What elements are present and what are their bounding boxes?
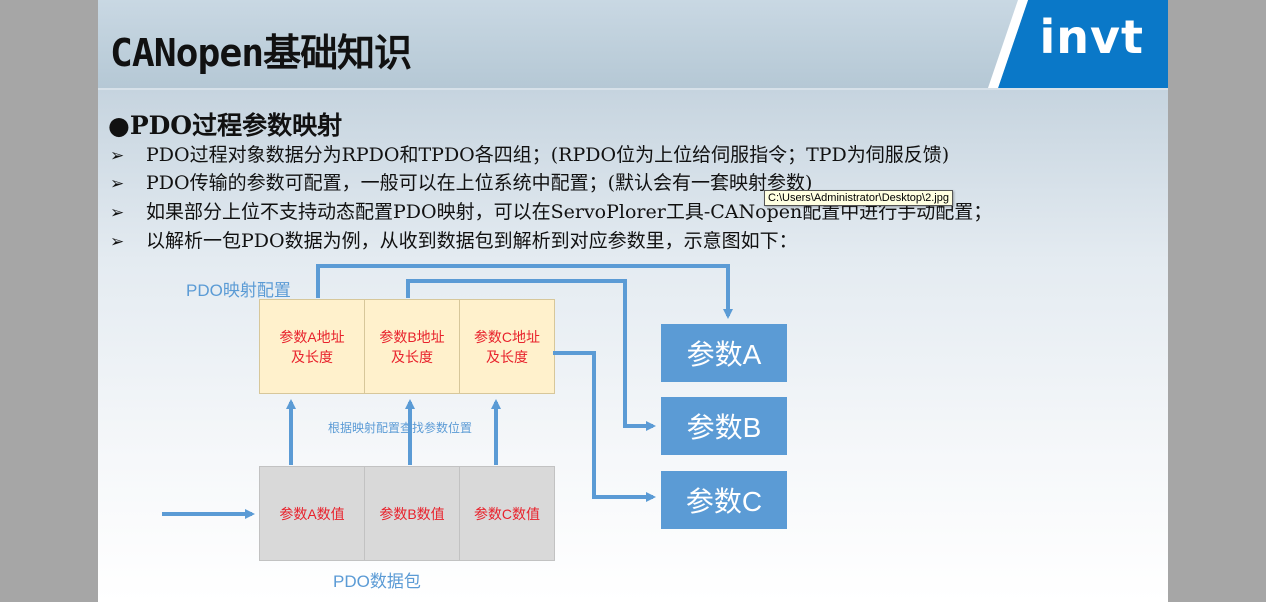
param-box-a: 参数A	[661, 324, 787, 382]
bullet-item: ➢ PDO传输的参数可配置，一般可以在上位系统中配置；(默认会有一套映射参数)	[110, 171, 812, 196]
packet-cell-a: 参数A数值	[259, 466, 365, 561]
packet-cell-c: 参数C数值	[459, 466, 555, 561]
arrowhead-bullet-icon: ➢	[110, 146, 125, 166]
cell-line: 及长度	[291, 348, 333, 365]
packet-cell-b: 参数B数值	[364, 466, 460, 561]
bullet-item: ➢ 以解析一包PDO数据为例，从收到数据包到解析到对应参数里，示意图如下：	[110, 229, 798, 254]
cell-line: 及长度	[486, 348, 528, 365]
param-box-b: 参数B	[661, 397, 787, 455]
page-title: CANopen基础知识	[110, 31, 412, 75]
title-bar: CANopen基础知识 invt	[98, 0, 1168, 88]
config-label: PDO映射配置	[186, 281, 291, 300]
bullet-text: 以解析一包PDO数据为例，从收到数据包到解析到对应参数里，示意图如下：	[146, 230, 798, 252]
bullet-text: PDO过程对象数据分为RPDO和TPDO各四组；(RPDO位为上位给伺服指令；T…	[146, 144, 950, 166]
bullet-item: ➢ 如果部分上位不支持动态配置PDO映射，可以在ServoPlorer工具-CAN…	[110, 200, 992, 225]
config-cell-c: 参数C地址及长度	[459, 299, 555, 394]
bullet-text: 如果部分上位不支持动态配置PDO映射，可以在ServoPlorer工具-CANo…	[146, 201, 993, 223]
config-cell-a: 参数A地址及长度	[259, 299, 365, 394]
file-path-tooltip: C:\Users\Administrator\Desktop\2.jpg	[764, 190, 953, 206]
param-box-c: 参数C	[661, 471, 787, 529]
header-divider	[98, 88, 1168, 90]
slide: CANopen基础知识 invt ●PDO过程参数映射 ➢ PDO过程对象数据分为…	[98, 0, 1168, 602]
arrowhead-bullet-icon: ➢	[110, 203, 125, 223]
bullet-text: PDO传输的参数可配置，一般可以在上位系统中配置；(默认会有一套映射参数)	[146, 172, 813, 194]
cell-line: 参数C地址	[473, 328, 541, 345]
logo-text: invt	[1039, 10, 1144, 64]
section-heading: ●PDO过程参数映射	[108, 111, 343, 140]
cell-line: 及长度	[391, 348, 433, 365]
cell-line: 参数B地址	[379, 328, 445, 345]
route-arrow-c	[553, 351, 656, 502]
arrowhead-bullet-icon: ➢	[110, 174, 125, 194]
arrowhead-bullet-icon: ➢	[110, 232, 125, 252]
packet-label: PDO数据包	[333, 572, 421, 591]
lookup-label: 根据映射配置查找参数位置	[328, 421, 473, 435]
invt-logo-icon	[988, 0, 1168, 88]
config-cell-b: 参数B地址及长度	[364, 299, 460, 394]
bullet-item: ➢ PDO过程对象数据分为RPDO和TPDO各四组；(RPDO位为上位给伺服指令；…	[110, 143, 949, 168]
cell-line: 参数A地址	[279, 328, 345, 345]
